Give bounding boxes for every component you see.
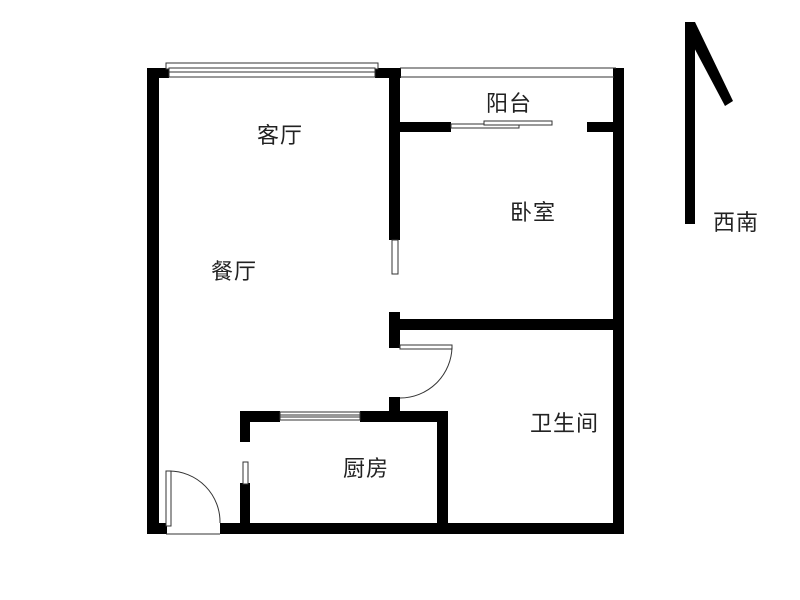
room-label-balcony: 阳台 [486, 92, 533, 117]
compass-label: 西南 [713, 211, 760, 236]
north-arrow-icon [685, 22, 733, 224]
windows [165, 62, 616, 421]
entry-door [165, 470, 221, 535]
room-label-living: 客厅 [257, 124, 304, 149]
walls [147, 68, 624, 534]
kitchen-door [242, 461, 249, 485]
bathroom-door [399, 344, 453, 399]
room-label-bathroom: 卫生间 [530, 412, 600, 437]
room-label-kitchen: 厨房 [343, 457, 390, 482]
room-label-dining: 餐厅 [211, 260, 258, 285]
sliding-door [450, 120, 553, 129]
room-label-bedroom: 卧室 [510, 201, 557, 226]
bedroom-door [391, 239, 399, 275]
